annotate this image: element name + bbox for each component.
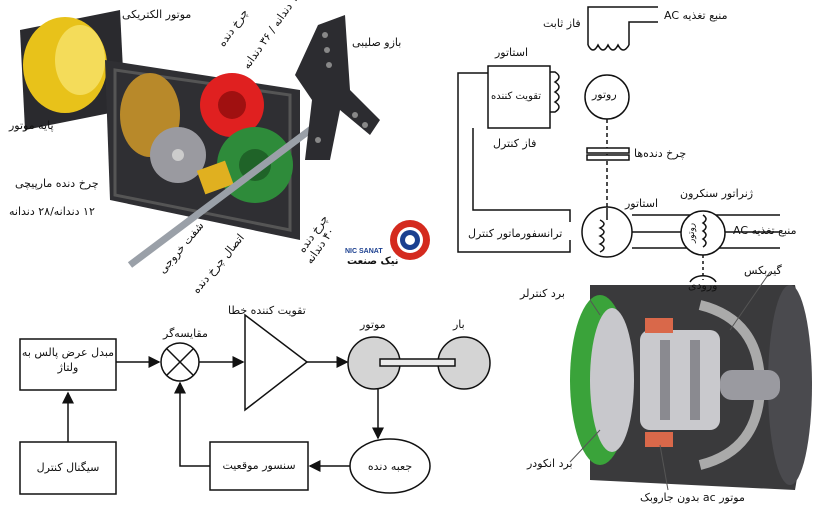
- motor-label: موتور: [360, 318, 386, 331]
- shaft: [379, 358, 456, 367]
- logo-persian: نیک صنعت: [347, 256, 399, 267]
- label-stator-bottom: استاتور: [625, 197, 658, 210]
- gearbox-drawing: [20, 10, 380, 268]
- nic-sanat-logo: [390, 220, 430, 260]
- label-amplifier: تقویت کننده: [491, 91, 542, 102]
- label-synchro-generator: ژنراتور سنکرون: [680, 187, 754, 200]
- label-worm-gear: چرخ دنده مارپیچی: [15, 177, 99, 190]
- pwm-converter-box: [19, 338, 117, 391]
- logo-latin: NIC SANAT: [345, 248, 383, 255]
- label-input: ورودی: [688, 279, 718, 292]
- label-rotor: روتور: [592, 88, 617, 101]
- label-worm-gear-teeth: ۱۲ دندانه/۲۸ دندانه: [9, 205, 95, 218]
- label-cross-arm: بازو صلیبی: [352, 36, 402, 49]
- amplifier-box: [487, 65, 551, 129]
- comparator-label: مقایسه‌گر: [163, 327, 208, 340]
- error-amplifier-triangle: [244, 313, 309, 412]
- control-phase-coil: [550, 71, 560, 113]
- position-sensor-label: سنسور موقعیت: [222, 459, 296, 472]
- load-label: بار: [453, 318, 465, 331]
- control-signal-label: سیگنال کنترل: [36, 461, 100, 474]
- label-rotor-small: روتور: [687, 222, 699, 244]
- label-gears: چرخ دنده‌ها: [634, 147, 687, 160]
- label-ac-supply-bottom: منبع تغذیه AC: [733, 224, 797, 237]
- label-control-phase: فاز کنترل: [493, 137, 537, 150]
- pwm-converter-label: مبدل عرض پالس به ولتاژ: [21, 346, 115, 374]
- label-controller-board: برد کنترلر: [520, 287, 565, 300]
- servo-block-diagram: [19, 313, 491, 495]
- label-brushless-ac-motor: موتور ac بدون جاروبک: [640, 491, 745, 504]
- fixed-phase-coil: [587, 43, 630, 51]
- label-electric-motor: موتور الکتریکی: [122, 8, 192, 21]
- label-control-transformer: ترانسفورماتور کنترل: [468, 227, 563, 240]
- servo-cutaway-photo: [569, 271, 812, 491]
- output-shaft: [127, 112, 333, 268]
- label-motor-base: پایه موتور: [9, 119, 54, 132]
- label-fixed-phase: فاز ثابت: [543, 17, 581, 30]
- label-gearbox-photo: گیربکس: [744, 264, 782, 277]
- label-stator-top: استاتور: [495, 46, 528, 59]
- input-rotation-arrow: [689, 275, 717, 283]
- cross-arm: [295, 15, 380, 160]
- synchro-schematic: [457, 6, 780, 283]
- label-encoder-board: برد انکودر: [527, 457, 573, 470]
- gearbox-label: جعبه دنده: [367, 460, 413, 473]
- error-amplifier-label: تقویت کننده خطا: [228, 304, 306, 317]
- rotor: [640, 330, 720, 430]
- label-ac-supply-top: منبع تغذیه AC: [664, 9, 728, 22]
